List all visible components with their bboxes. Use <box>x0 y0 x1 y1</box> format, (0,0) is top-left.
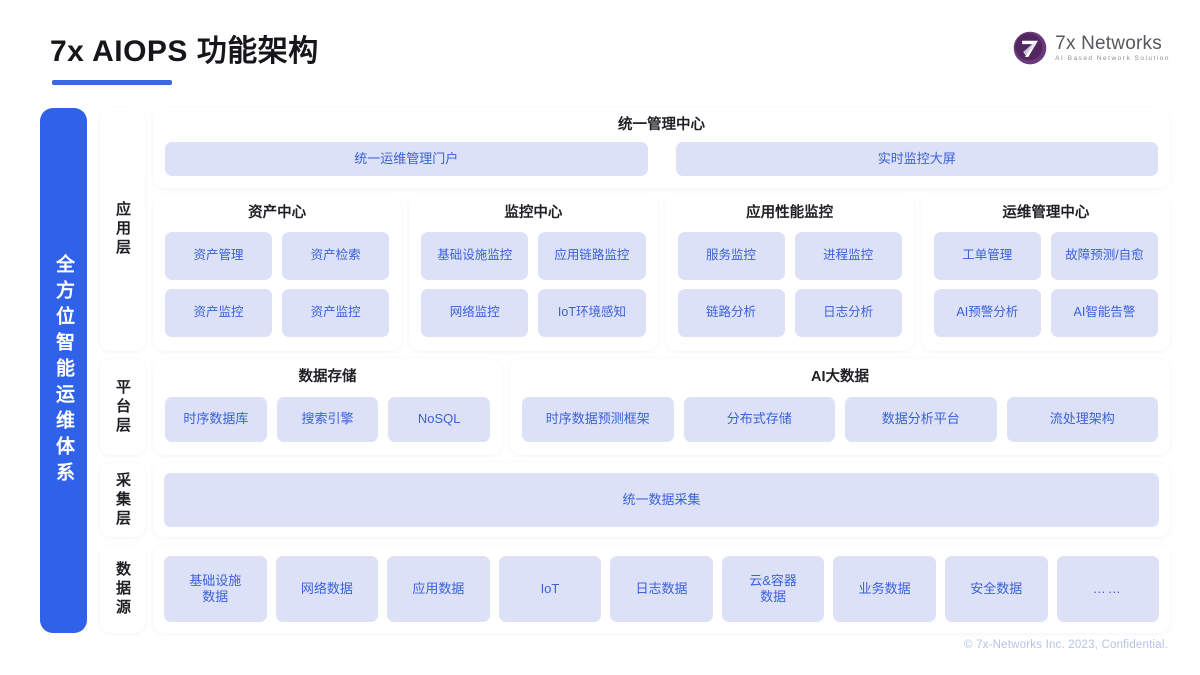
card-ai-big-data[interactable]: AI大数据 时序数据预测框架 分布式存储 数据分析平台 流处理架构 <box>510 359 1170 455</box>
layer-stack: 应用层 统一管理中心 统一运维管理门户 实时监控大屏 资产中心 <box>100 108 1170 633</box>
layer-body-platform: 数据存储 时序数据库 搜索引擎 NoSQL AI大数据 时序数据预测框架 分布式… <box>153 359 1170 455</box>
layer-label-text: 采集层 <box>114 471 131 529</box>
chip-grid: 工单管理 故障预测/自愈 AI预警分析 AI智能告警 <box>933 231 1158 337</box>
card-data-sources: 基础设施 数据 网络数据 应用数据 IoT 日志数据 云&容器 数据 业务数据 … <box>153 545 1170 633</box>
spine-label: 全方位智能运维体系 <box>53 253 74 488</box>
chip-ai-early-warning-analysis[interactable]: AI预警分析 <box>933 288 1041 337</box>
chip-process-monitoring[interactable]: 进程监控 <box>794 231 902 280</box>
layer-body-application: 统一管理中心 统一运维管理门户 实时监控大屏 资产中心 资产管理 资产检索 <box>153 108 1170 351</box>
chip-realtime-monitor-wall[interactable]: 实时监控大屏 <box>675 141 1158 176</box>
card-monitoring-center[interactable]: 监控中心 基础设施监控 应用链路监控 网络监控 IoT环境感知 <box>409 195 658 351</box>
card-title: 监控中心 <box>504 205 563 221</box>
seven-x-logo-icon <box>1013 31 1047 65</box>
architecture-diagram: 全方位智能运维体系 应用层 统一管理中心 统一运维管理门户 实时监控大屏 <box>40 108 1170 633</box>
chip-trace-analysis[interactable]: 链路分析 <box>677 288 785 337</box>
chip-fault-prediction-self-healing[interactable]: 故障预测/自愈 <box>1050 231 1158 280</box>
layer-label-text: 平台层 <box>114 378 131 436</box>
chip-log-data[interactable]: 日志数据 <box>610 556 713 622</box>
chip-business-data[interactable]: 业务数据 <box>833 556 936 622</box>
slide-header: 7x AIOPS 功能架构 7x Networks AI Based Netwo… <box>0 0 1200 100</box>
chip-grid: 基础设施监控 应用链路监控 网络监控 IoT环境感知 <box>421 231 646 337</box>
application-center-cards: 资产中心 资产管理 资产检索 资产监控 资产监控 监控中心 基础设施 <box>153 195 1170 351</box>
chip-time-series-prediction-framework[interactable]: 时序数据预测框架 <box>522 396 674 442</box>
chip-infrastructure-data[interactable]: 基础设施 数据 <box>164 556 267 622</box>
chip-security-data[interactable]: 安全数据 <box>944 556 1048 622</box>
chip-unified-data-collection[interactable]: 统一数据采集 <box>164 473 1159 527</box>
layer-row-platform: 平台层 数据存储 时序数据库 搜索引擎 NoSQL AI大数据 <box>100 359 1170 455</box>
layer-body-collection: 统一数据采集 <box>153 463 1170 537</box>
layer-row-data-source: 数据源 基础设施 数据 网络数据 应用数据 IoT 日志数据 云&容器 数据 业… <box>100 545 1170 633</box>
page-title: 7x AIOPS 功能架构 <box>50 35 319 68</box>
card-title: 统一管理中心 <box>618 117 705 133</box>
chip-iot-environment-sensing[interactable]: IoT环境感知 <box>538 288 646 337</box>
chip-unified-ops-portal[interactable]: 统一运维管理门户 <box>165 141 648 176</box>
chip-distributed-storage[interactable]: 分布式存储 <box>683 396 835 442</box>
chip-cloud-container-data[interactable]: 云&容器 数据 <box>721 556 825 622</box>
card-ops-management-center[interactable]: 运维管理中心 工单管理 故障预测/自愈 AI预警分析 AI智能告警 <box>921 195 1170 351</box>
card-asset-center[interactable]: 资产中心 资产管理 资产检索 资产监控 资产监控 <box>153 195 402 351</box>
chip-application-trace-monitoring[interactable]: 应用链路监控 <box>538 231 646 280</box>
chip-time-series-database[interactable]: 时序数据库 <box>165 396 267 442</box>
card-title: 运维管理中心 <box>1002 205 1090 221</box>
chip-row: 时序数据库 搜索引擎 NoSQL <box>165 396 491 442</box>
chip-iot-data[interactable]: IoT <box>498 556 602 622</box>
card-unified-management-center[interactable]: 统一管理中心 统一运维管理门户 实时监控大屏 <box>153 108 1170 188</box>
chip-asset-management[interactable]: 资产管理 <box>165 231 273 280</box>
layer-label-text: 数据源 <box>114 560 131 618</box>
layer-row-collection: 采集层 统一数据采集 <box>100 463 1170 537</box>
card-title: 数据存储 <box>298 369 357 385</box>
chip-service-monitoring[interactable]: 服务监控 <box>677 231 785 280</box>
chip-application-data[interactable]: 应用数据 <box>387 556 490 622</box>
chip-network-monitoring[interactable]: 网络监控 <box>421 288 529 337</box>
layer-label-platform: 平台层 <box>100 359 145 455</box>
chip-asset-monitoring-2[interactable]: 资产监控 <box>282 288 390 337</box>
chip-infrastructure-monitoring[interactable]: 基础设施监控 <box>421 231 529 280</box>
chip-stream-processing-architecture[interactable]: 流处理架构 <box>1006 396 1158 442</box>
chip-row: 时序数据预测框架 分布式存储 数据分析平台 流处理架构 <box>522 396 1158 442</box>
chip-ai-intelligent-alarm[interactable]: AI智能告警 <box>1050 288 1158 337</box>
unified-center-chip-row: 统一运维管理门户 实时监控大屏 <box>165 141 1158 176</box>
layer-label-data-source: 数据源 <box>100 545 145 633</box>
chip-asset-monitoring-1[interactable]: 资产监控 <box>165 288 273 337</box>
chip-search-engine[interactable]: 搜索引擎 <box>276 396 379 442</box>
chip-row: 基础设施 数据 网络数据 应用数据 IoT 日志数据 云&容器 数据 业务数据 … <box>164 556 1160 622</box>
chip-log-analysis[interactable]: 日志分析 <box>794 288 902 337</box>
layer-label-collection: 采集层 <box>100 463 145 537</box>
layer-label-application: 应用层 <box>100 108 145 351</box>
card-title: 应用性能监控 <box>746 205 834 221</box>
title-underline <box>52 80 172 85</box>
chip-asset-search[interactable]: 资产检索 <box>282 231 390 280</box>
chip-more-ellipsis[interactable]: …… <box>1056 556 1160 622</box>
logo-tagline: AI Based Network Solution <box>1055 54 1170 62</box>
vertical-spine-banner: 全方位智能运维体系 <box>40 108 87 633</box>
card-data-storage[interactable]: 数据存储 时序数据库 搜索引擎 NoSQL <box>153 359 502 455</box>
footer-copyright: © 7x-Networks Inc. 2023, Confidential. <box>964 639 1168 651</box>
chip-data-analysis-platform[interactable]: 数据分析平台 <box>845 396 997 442</box>
card-title: AI大数据 <box>811 369 869 385</box>
layer-body-data-source: 基础设施 数据 网络数据 应用数据 IoT 日志数据 云&容器 数据 业务数据 … <box>153 545 1170 633</box>
chip-grid: 资产管理 资产检索 资产监控 资产监控 <box>165 231 390 337</box>
chip-ticket-management[interactable]: 工单管理 <box>933 231 1041 280</box>
chip-network-data[interactable]: 网络数据 <box>275 556 379 622</box>
company-logo: 7x Networks AI Based Network Solution <box>1012 28 1170 68</box>
card-application-performance-monitoring[interactable]: 应用性能监控 服务监控 进程监控 链路分析 日志分析 <box>665 195 914 351</box>
logo-company-name: 7x Networks <box>1055 32 1162 54</box>
chip-nosql[interactable]: NoSQL <box>388 396 491 442</box>
layer-row-application: 应用层 统一管理中心 统一运维管理门户 实时监控大屏 资产中心 <box>100 108 1170 351</box>
chip-grid: 服务监控 进程监控 链路分析 日志分析 <box>677 231 902 337</box>
card-unified-collection[interactable]: 统一数据采集 <box>153 463 1170 537</box>
logo-text-block: 7x Networks AI Based Network Solution <box>1055 34 1170 63</box>
card-title: 资产中心 <box>248 205 307 221</box>
layer-label-text: 应用层 <box>114 201 131 258</box>
